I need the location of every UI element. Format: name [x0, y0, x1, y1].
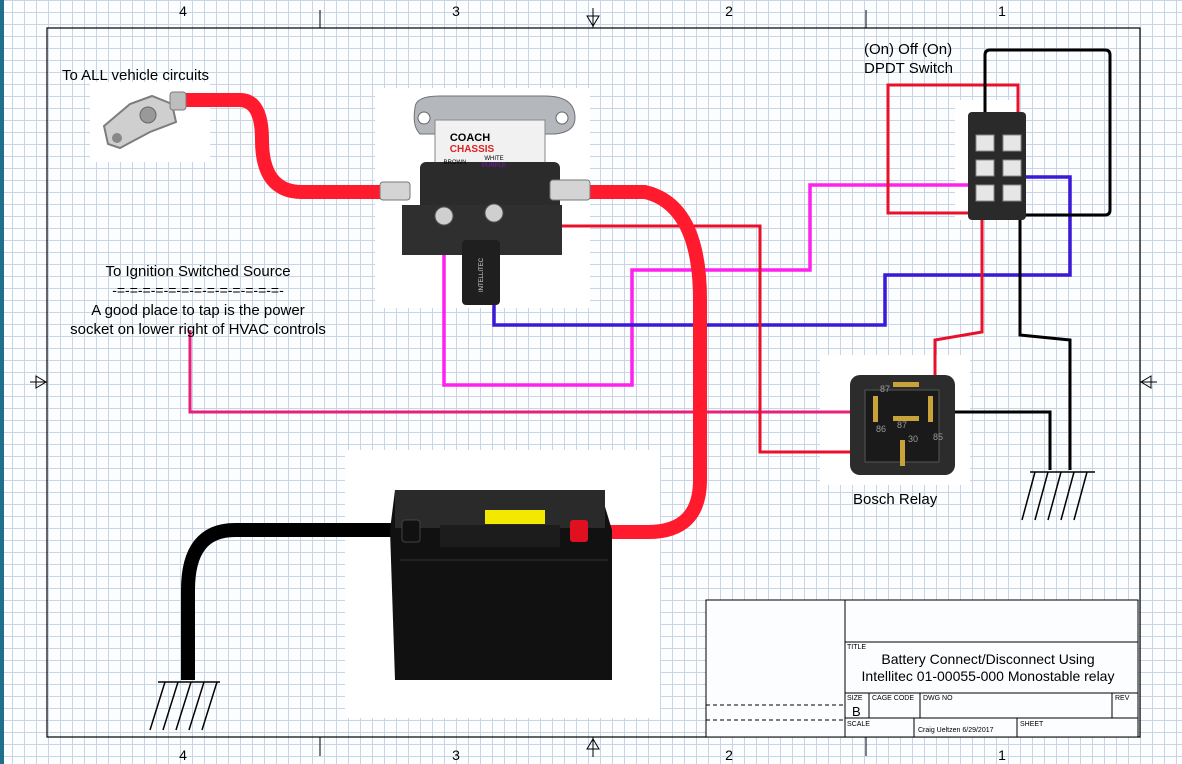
author-date: Craig Ueltzen 6/29/2017 — [918, 727, 994, 734]
size-value: B — [852, 704, 861, 719]
sheet-label: SHEET — [1020, 721, 1044, 728]
relay-pin-86: 86 — [876, 424, 886, 434]
bosch-relay: 87 87 86 85 30 — [850, 375, 955, 475]
magenta-wire — [442, 183, 978, 387]
scale-label: SCALE — [847, 721, 870, 728]
ground-symbol-relay — [1021, 471, 1095, 521]
battery-positive-cable — [580, 185, 707, 539]
ignition-wire — [188, 330, 868, 414]
center-mark-bottom — [586, 737, 600, 757]
vehicle-cable — [173, 93, 389, 199]
ground-symbol-battery — [149, 681, 220, 731]
center-mark-left — [30, 375, 47, 389]
solenoid-model: CHASSIS — [450, 144, 495, 155]
solenoid-term-purple: PURPLE — [482, 163, 506, 169]
title-field-label: TITLE — [847, 644, 866, 651]
relay-pin-30: 30 — [908, 434, 918, 444]
drawing-title-line2: Intellitec 01-00055-000 Monostable relay — [862, 668, 1115, 684]
relay-30-wire — [560, 224, 902, 454]
battery-terminal-clamp — [102, 91, 187, 150]
bosch-relay-label: Bosch Relay — [853, 491, 938, 508]
center-mark-top — [586, 8, 600, 28]
window-edge — [0, 0, 4, 764]
zone-label: 4 — [179, 3, 187, 19]
ignition-note-1: A good place to tap is the power — [91, 302, 304, 319]
size-field-label: SIZE — [847, 695, 863, 702]
center-mark-right — [1140, 375, 1157, 389]
dpdt-switch — [968, 112, 1026, 220]
zone-label: 3 — [452, 3, 460, 19]
zone-label: 2 — [725, 3, 733, 19]
solenoid-side-text: INTELLITEC — [479, 257, 485, 292]
blue-wire — [492, 175, 1072, 327]
solenoid-term-white: WHITE — [484, 156, 503, 162]
zone-label: 3 — [452, 747, 460, 763]
zone-label: 1 — [998, 747, 1006, 763]
switch-ground-wire — [1018, 215, 1072, 470]
ignition-title: To Ignition Switched Source — [105, 263, 290, 280]
switch-black-loop — [983, 48, 1112, 217]
relay-pin-85: 85 — [933, 432, 943, 442]
zone-label: 2 — [725, 747, 733, 763]
vehicle-circuits-label: To ALL vehicle circuits — [62, 67, 209, 84]
title-block — [705, 599, 1139, 738]
relay-pin-87: 87 — [897, 420, 907, 430]
intellitec-solenoid: COACH CHASSIS BROWN WHITE PURPLE INTELLI… — [379, 95, 591, 305]
solenoid-brand: COACH — [450, 132, 490, 144]
solenoid-term-brown: BROWN — [444, 160, 467, 166]
switch-label-line1: (On) Off (On) — [864, 41, 952, 58]
drawing-title-line1: Battery Connect/Disconnect Using — [881, 651, 1094, 667]
relay-pin-87a: 87 — [880, 384, 890, 394]
ignition-note-2: socket on lower right of HVAC controls — [70, 321, 326, 338]
rev-label: REV — [1115, 695, 1130, 702]
battery-negative-cable — [181, 523, 412, 680]
cage-code-label: CAGE CODE — [872, 695, 914, 702]
switch-label-line2: DPDT Switch — [864, 60, 953, 77]
zone-label: 1 — [998, 3, 1006, 19]
switch-red-loop — [886, 83, 1020, 215]
zone-label: 4 — [179, 747, 187, 763]
dwg-no-label: DWG NO — [923, 695, 953, 702]
relay-85-ground-wire — [930, 410, 1052, 470]
car-battery — [390, 490, 612, 680]
ignition-dashes: -=-=-=-=-=-=-=-=-=-=-=-=-=- — [112, 282, 284, 298]
